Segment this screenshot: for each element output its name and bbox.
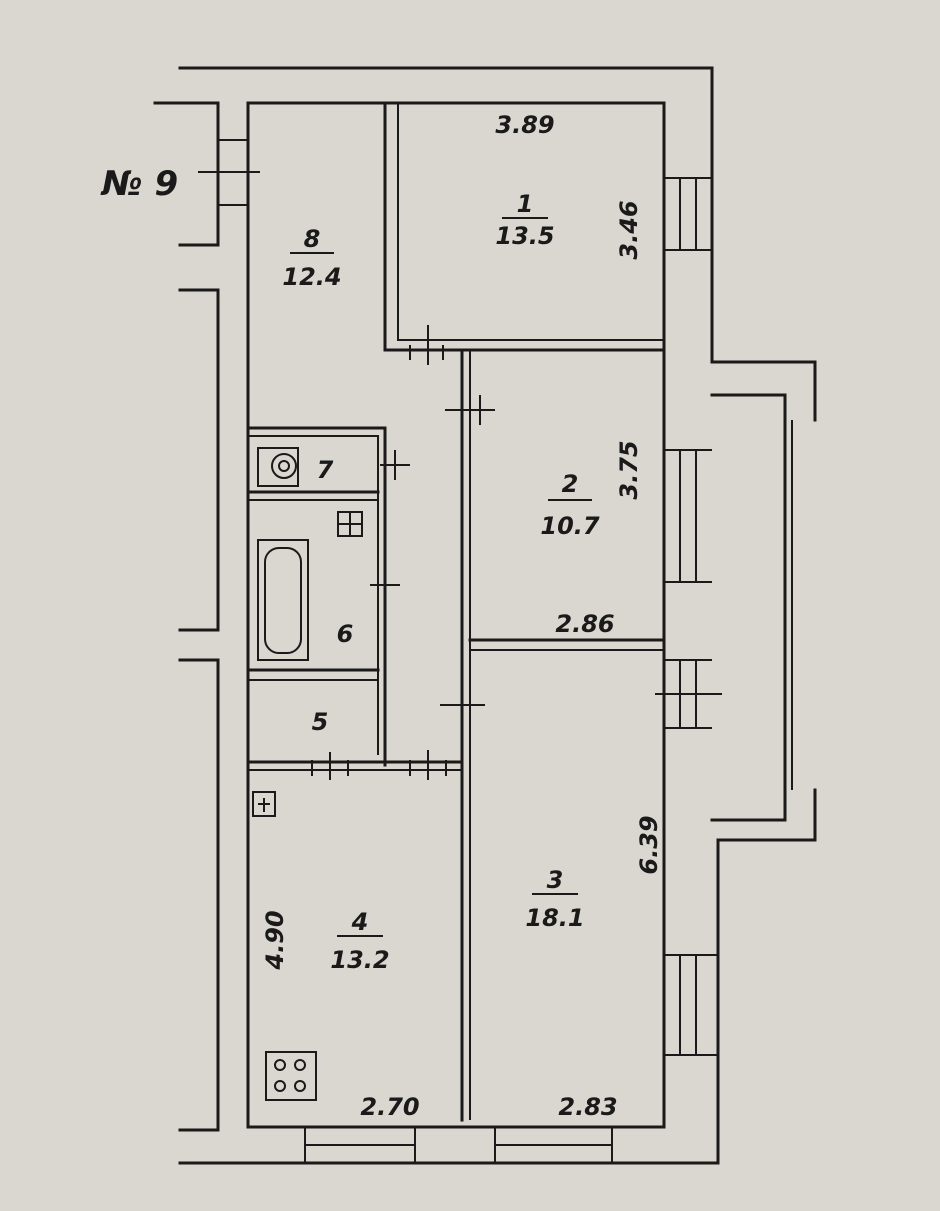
dimension-label: 2.86 [555, 610, 614, 638]
dimension-label: 4.90 [261, 910, 289, 970]
room-1: 1 13.5 3.89 3.46 [495, 111, 643, 260]
room-area: 13.2 [330, 946, 389, 974]
fixtures [252, 447, 363, 1101]
sink-icon [257, 447, 299, 487]
door-marks [311, 325, 495, 780]
room-area: 13.5 [495, 222, 554, 250]
room-number: 7 [317, 456, 334, 484]
room-number: 6 [337, 620, 354, 648]
dimension-label: 3.46 [615, 200, 643, 259]
room-number: 1 [517, 190, 534, 218]
dimension-label: 2.83 [558, 1093, 617, 1121]
room-number: 8 [304, 225, 321, 253]
room-number: 3 [547, 866, 564, 894]
walls [153, 66, 817, 1165]
bathtub-icon [257, 539, 309, 661]
room-2: 2 10.7 3.75 2.86 [540, 440, 643, 638]
dimension-label: 6.39 [635, 815, 663, 874]
room-area: 10.7 [540, 512, 600, 540]
apartment-number: № 9 [100, 164, 178, 204]
room-area: 12.4 [282, 263, 341, 291]
dimension-label: 2.70 [360, 1093, 419, 1121]
room-7: 7 [317, 456, 334, 484]
room-5: 5 [312, 708, 329, 736]
room-3: 3 18.1 6.39 2.83 [525, 815, 663, 1121]
vent-icon-kitchen [252, 791, 276, 817]
room-number: 4 [351, 908, 369, 936]
room-4: 4 13.2 4.90 2.70 [261, 908, 420, 1121]
room-6: 6 [337, 620, 354, 648]
room-area: 18.1 [525, 904, 584, 932]
windows [198, 139, 722, 1163]
dimension-label: 3.89 [495, 111, 554, 139]
room-number: 5 [312, 708, 329, 736]
vent-icon [337, 511, 363, 537]
room-8: 8 12.4 [282, 225, 341, 291]
room-number: 2 [562, 470, 579, 498]
stove-icon [265, 1051, 317, 1101]
dimension-label: 3.75 [615, 440, 643, 499]
